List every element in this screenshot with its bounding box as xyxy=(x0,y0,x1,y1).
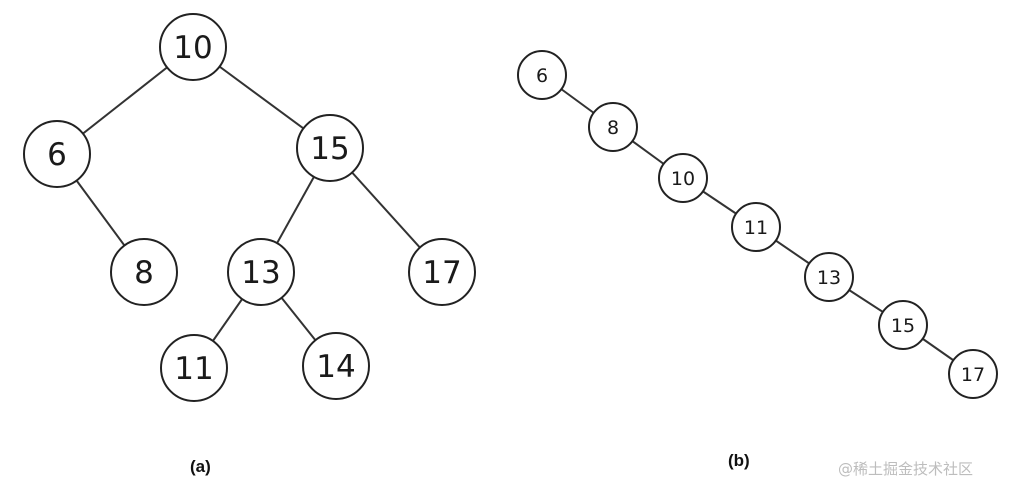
tree-b-node-label: 6 xyxy=(536,65,548,87)
tree-b-node-label: 11 xyxy=(744,217,768,239)
tree-b-node-circle xyxy=(588,102,638,152)
tree-a-node-label: 15 xyxy=(310,131,349,167)
tree-a-node-label: 17 xyxy=(422,255,461,291)
tree-a-caption: (a) xyxy=(190,457,211,476)
tree-b-node-circle xyxy=(878,300,928,350)
tree-b-node-label: 13 xyxy=(817,267,841,289)
tree-a-node-circle xyxy=(23,120,91,188)
tree-b-node-8: 8 xyxy=(588,102,638,152)
tree-a-node-circle xyxy=(110,238,178,306)
tree-a-node-circle xyxy=(296,114,364,182)
tree-b-caption: (b) xyxy=(728,451,750,470)
tree-a-node-label: 14 xyxy=(316,349,355,385)
tree-a-node-circle xyxy=(159,13,227,81)
tree-a-node-label: 8 xyxy=(134,255,154,291)
tree-a-node-13: 13 xyxy=(227,238,295,306)
tree-b-node-10: 10 xyxy=(658,153,708,203)
tree-a-node-15: 15 xyxy=(296,114,364,182)
tree-a-node-circle xyxy=(302,332,370,400)
tree-a-node-10: 10 xyxy=(159,13,227,81)
tree-b-node-label: 10 xyxy=(671,168,695,190)
tree-a-node-11: 11 xyxy=(160,334,228,402)
tree-b-node-11: 11 xyxy=(731,202,781,252)
tree-b-node-circle xyxy=(517,50,567,100)
tree-b-node-13: 13 xyxy=(804,252,854,302)
tree-b-node-circle xyxy=(804,252,854,302)
tree-a-node-label: 11 xyxy=(174,351,213,387)
tree-b-node-circle xyxy=(658,153,708,203)
tree-b-node-label: 8 xyxy=(607,117,619,139)
watermark: @稀土掘金技术社区 xyxy=(838,460,974,478)
tree-a-node-circle xyxy=(408,238,476,306)
tree-a-node-17: 17 xyxy=(408,238,476,306)
tree-a-node-circle xyxy=(160,334,228,402)
tree-a-node-label: 13 xyxy=(241,255,280,291)
tree-a-node-label: 6 xyxy=(47,137,67,173)
tree-a-node-14: 14 xyxy=(302,332,370,400)
tree-a-node-8: 8 xyxy=(110,238,178,306)
tree-b-node-6: 6 xyxy=(517,50,567,100)
tree-b-node-label: 15 xyxy=(891,315,915,337)
tree-b-node-17: 17 xyxy=(948,349,998,399)
tree-a-node-circle xyxy=(227,238,295,306)
tree-b-node-circle xyxy=(948,349,998,399)
tree-b-node-circle xyxy=(731,202,781,252)
tree-b-node-label: 17 xyxy=(961,364,985,386)
tree-b-node-15: 15 xyxy=(878,300,928,350)
tree-a-node-6: 6 xyxy=(23,120,91,188)
tree-a-node-label: 10 xyxy=(173,30,212,66)
